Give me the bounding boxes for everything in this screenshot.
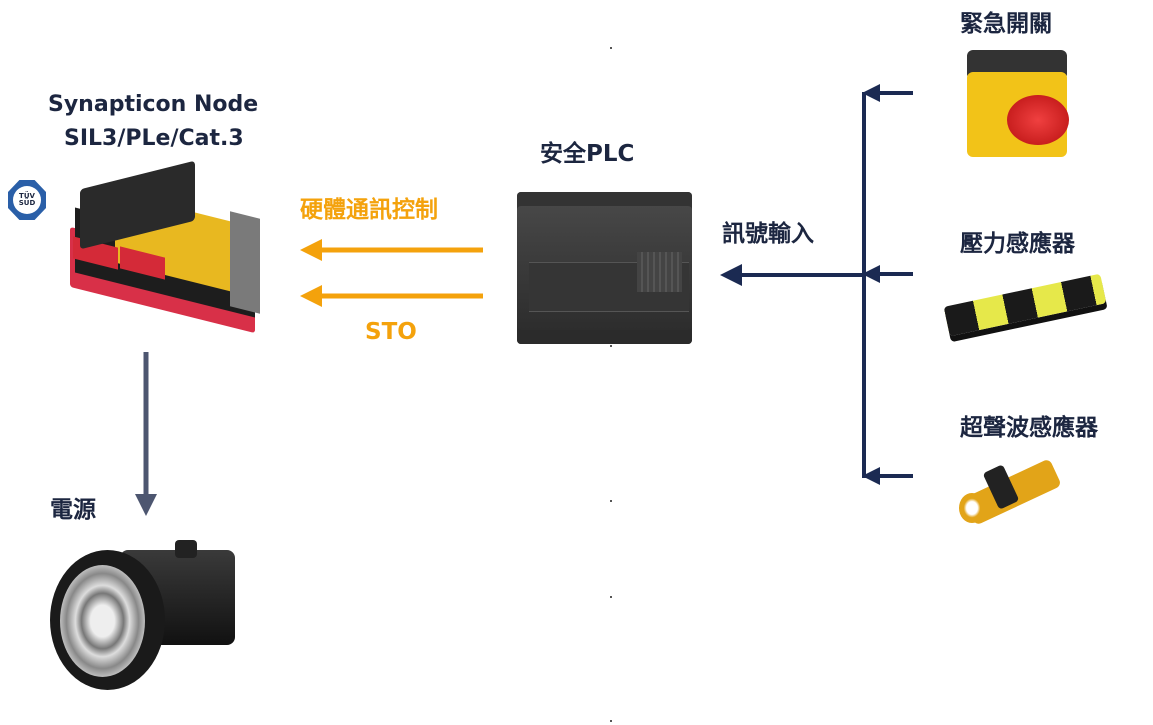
orange-arrow-top — [300, 239, 483, 261]
ultrasonic-sensor-label: 超聲波感應器 — [960, 415, 1098, 441]
ultrasonic-sensor-image — [955, 455, 1065, 526]
safety-plc-image — [517, 192, 692, 344]
divider-dot — [610, 500, 612, 502]
divider-dot — [610, 47, 612, 49]
emergency-stop-label: 緊急開關 — [960, 11, 1052, 37]
power-label: 電源 — [50, 497, 96, 523]
emergency-stop-button-image — [962, 50, 1074, 160]
divider-dot — [610, 596, 612, 598]
signal-bus — [720, 84, 913, 485]
divider-dot — [610, 345, 612, 347]
power-arrow-down — [135, 352, 157, 516]
orange-arrow-bottom — [300, 285, 483, 307]
signal-input-label: 訊號輸入 — [722, 221, 814, 247]
synapticon-node-board-image — [65, 160, 265, 335]
sto-label: STO — [365, 319, 417, 345]
safety-plc-label: 安全PLC — [540, 141, 635, 167]
servo-motor-image — [45, 540, 235, 690]
divider-dot — [610, 720, 612, 722]
node-title-line2: SIL3/PLe/Cat.3 — [64, 126, 244, 151]
node-title-line1: Synapticon Node — [48, 92, 259, 117]
hardware-comm-label: 硬體通訊控制 — [300, 197, 438, 223]
pressure-sensor-label: 壓力感應器 — [960, 231, 1075, 257]
